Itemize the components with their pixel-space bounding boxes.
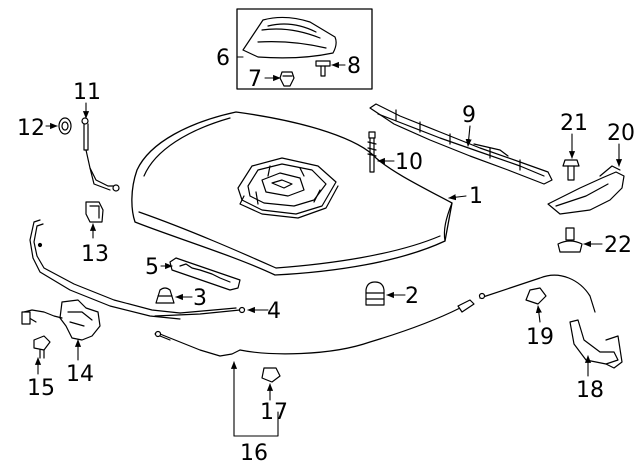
hood-panel: [131, 111, 453, 276]
callout-19: 19: [526, 325, 554, 350]
release-handle: [569, 319, 623, 369]
callout-2: 2: [405, 284, 419, 309]
hood-rod-holder: [85, 201, 104, 223]
hood-latch: [21, 299, 101, 341]
hood-weatherstrip: [29, 219, 237, 320]
callout-labels: 1 2 3 4 5 6 7 8 9 10 11 12 13 14 15 16 1…: [17, 46, 635, 466]
callout-18: 18: [576, 378, 604, 403]
callout-8: 8: [347, 54, 361, 79]
hood-rear-seal-rail: [369, 103, 553, 185]
callout-3: 3: [193, 286, 207, 311]
latch-bolt: [33, 335, 51, 359]
hood-rod-grommet: [58, 117, 72, 135]
cable-clip: [261, 367, 281, 383]
leader-lines: [34, 56, 623, 437]
callout-14: 14: [66, 362, 94, 387]
callout-4: 4: [267, 299, 281, 324]
callout-13: 13: [81, 242, 109, 267]
callout-7: 7: [248, 67, 262, 92]
hood-seal-grommet: [557, 227, 583, 253]
callout-9: 9: [462, 103, 476, 128]
callout-5: 5: [145, 255, 159, 280]
callout-1: 1: [469, 184, 483, 209]
callout-11: 11: [73, 80, 101, 105]
hood-prop-rod: [81, 117, 120, 192]
callout-20: 20: [607, 121, 635, 146]
callout-10: 10: [395, 150, 423, 175]
hood-hinge: [547, 165, 625, 215]
callout-6: 6: [216, 46, 230, 71]
callout-16: 16: [240, 441, 268, 466]
callout-21: 21: [560, 111, 588, 136]
release-rod: [154, 306, 246, 317]
callout-15: 15: [27, 376, 55, 401]
cable-retainer-clip: [525, 287, 547, 305]
inset-box-scoop: [236, 8, 373, 90]
callout-17: 17: [260, 400, 288, 425]
hood-support-stud: [367, 131, 377, 173]
hood-latch-bumper: [365, 281, 385, 306]
hinge-bolt: [562, 159, 580, 181]
callout-12: 12: [17, 116, 45, 141]
hood-release-cable: [154, 274, 596, 357]
hood-bumper-stop: [155, 287, 175, 304]
striker-bracket: [169, 257, 241, 291]
callout-22: 22: [604, 233, 632, 258]
